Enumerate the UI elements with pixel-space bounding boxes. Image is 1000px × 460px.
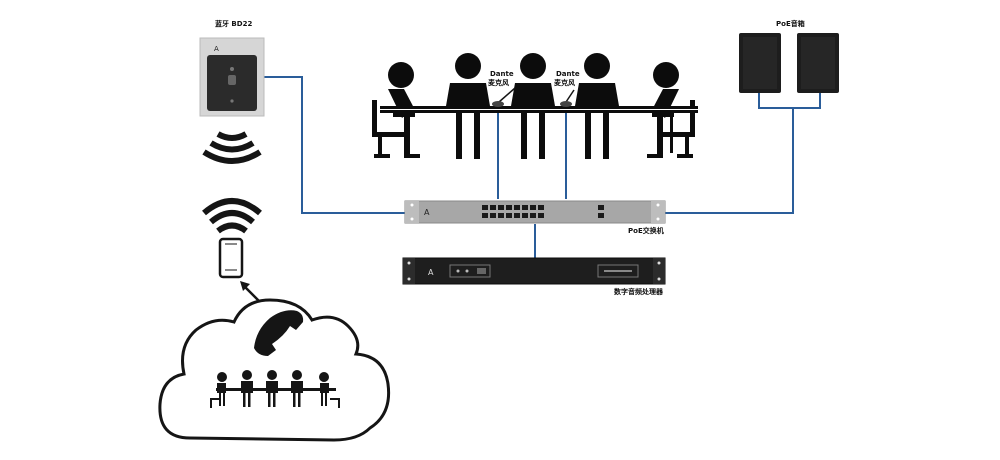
smartphone-icon [218, 237, 244, 279]
person-left-side [372, 62, 420, 158]
label-audio-processor: 数字音频处理器 [614, 288, 663, 296]
label-poe-speaker: PoE音箱 [776, 20, 805, 28]
person-right-side [647, 62, 695, 158]
person-front-3 [575, 53, 619, 159]
telephone-handset-icon [254, 310, 304, 356]
switch-ports [482, 205, 604, 218]
cloud-person-3 [266, 370, 278, 407]
dante-microphone-1 [492, 87, 516, 107]
label-poe-switch: PoE交换机 [628, 227, 664, 235]
wireless-signal-icon [202, 131, 262, 164]
wifi-icon [202, 198, 262, 234]
label-dante-mic-2-line2: 麦克风 [554, 79, 575, 87]
poe-speaker-right [797, 33, 839, 93]
cloud-person-4 [291, 370, 303, 407]
cloud-meeting-icon [210, 370, 340, 408]
cloud-person-5 [319, 372, 340, 408]
poe-switch: A [404, 200, 666, 224]
cloud-icon [158, 298, 391, 442]
person-front-2 [511, 53, 555, 159]
dante-microphone-2 [560, 89, 575, 107]
label-bluetooth-bd22: 蓝牙 BD22 [215, 20, 253, 28]
person-front-1 [446, 53, 490, 159]
bluetooth-panel: A [199, 37, 265, 117]
label-dante-mic-2-line1: Dante [556, 70, 580, 78]
conference-room [372, 53, 698, 159]
cable-switch-to-speakers [665, 108, 794, 214]
label-dante-mic-1-line1: Dante [490, 70, 514, 78]
brand-logo-icon: A [214, 45, 219, 53]
brand-logo-icon: A [424, 208, 430, 217]
label-dante-mic-1-line2: 麦克风 [488, 79, 509, 87]
poe-speaker-left [739, 33, 781, 93]
cable-speaker-bridge [758, 93, 821, 109]
cable-bluetooth-to-switch [264, 76, 405, 214]
cable-lines [264, 76, 821, 258]
brand-logo-icon: A [428, 268, 434, 277]
cloud-person-1 [210, 372, 227, 408]
digital-audio-processor: A [402, 257, 666, 285]
cloud-person-2 [241, 370, 253, 407]
